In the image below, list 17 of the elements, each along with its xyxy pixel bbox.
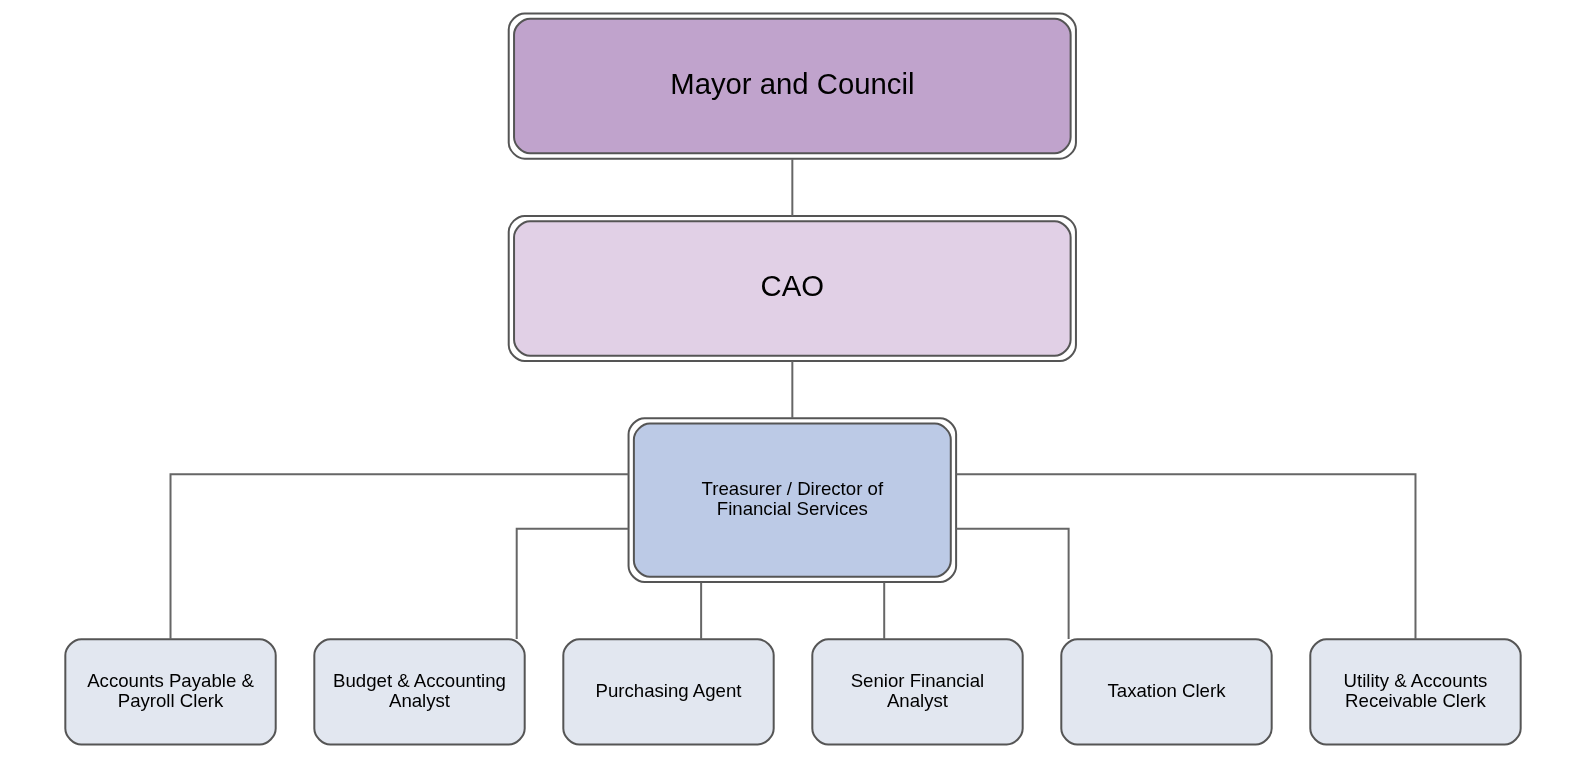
node-box: Purchasing Agent: [561, 638, 775, 746]
node-box: Accounts Payable & Payroll Clerk: [63, 638, 277, 746]
connector: [515, 527, 629, 640]
node-box: Treasurer / Director of Financial Services: [627, 417, 957, 584]
node-box: Mayor and Council: [507, 12, 1077, 160]
node-box: Senior Financial Analyst: [810, 638, 1024, 746]
connector: [954, 473, 1416, 641]
connector: [790, 360, 793, 420]
connector: [954, 527, 1070, 640]
node-box: CAO: [507, 214, 1077, 362]
node-box: Budget & Accounting Analyst: [312, 638, 526, 746]
connector: [882, 581, 885, 640]
node-box: Utility & Accounts Receivable Clerk: [1308, 638, 1522, 746]
connector: [699, 581, 702, 640]
connector: [790, 158, 793, 217]
node-box: Taxation Clerk: [1059, 638, 1273, 746]
connector: [169, 473, 630, 641]
